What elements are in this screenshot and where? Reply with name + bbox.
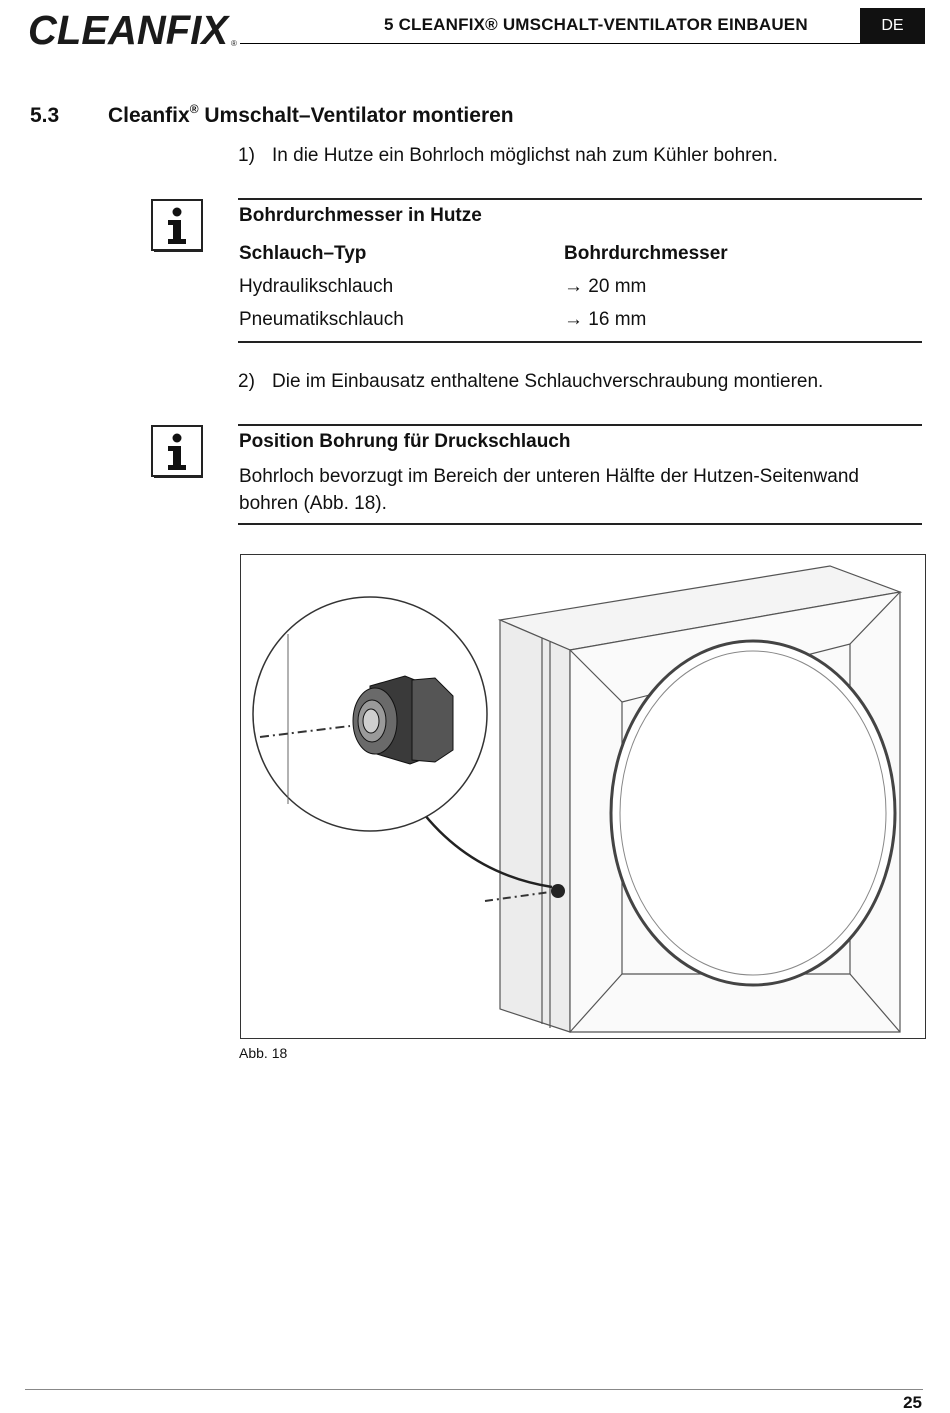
svg-text:CLEANFIX: CLEANFIX [28, 7, 231, 52]
page-number: 25 [903, 1393, 922, 1412]
table-header-type: Schlauch–Typ [239, 243, 367, 264]
footer-rule [25, 1389, 923, 1390]
language-badge: DE [860, 8, 925, 44]
table-cell-diameter: → 20 mm [564, 276, 646, 298]
note-top-rule [238, 198, 922, 200]
fan-mounting-illustration [240, 554, 926, 1039]
diameter-value: 16 mm [588, 309, 647, 330]
table-cell-diameter: → 16 mm [564, 309, 646, 331]
note-title: Bohrdurchmesser in Hutze [239, 205, 482, 226]
section-number: 5.3 [30, 104, 60, 127]
table-cell-type: Pneumatikschlauch [239, 309, 404, 330]
note-title: Position Bohrung für Druckschlauch [239, 431, 571, 452]
step-1: 1) In die Hutze ein Bohrloch möglichst na… [238, 145, 778, 167]
info-icon [151, 425, 203, 478]
registered-mark: ® [189, 102, 199, 116]
chapter-title: 5 CLEANFIX® UMSCHALT-VENTILATOR EINBAUEN [384, 15, 808, 34]
step-text: In die Hutze ein Bohrloch möglichst nah … [272, 145, 778, 166]
note-bottom-rule [238, 341, 922, 343]
section-title-rest: Umschalt–Ventilator montieren [198, 104, 514, 127]
step-2: 2) Die im Einbausatz enthaltene Schlauchv… [238, 371, 823, 393]
info-icon [151, 199, 203, 252]
note-bottom-rule [238, 523, 922, 525]
header-rule [240, 43, 860, 44]
note-body: Bohrloch bevorzugt im Bereich der untere… [239, 466, 859, 514]
figure-caption: Abb. 18 [239, 1045, 288, 1061]
step-text: Die im Einbausatz enthaltene Schlauchver… [272, 371, 824, 392]
section-title: Cleanfix® Umschalt–Ventilator montieren [108, 102, 514, 128]
section-title-main: Cleanfix [108, 104, 190, 127]
step-number: 1) [238, 145, 255, 166]
table-header-diameter: Bohrdurchmesser [564, 243, 728, 264]
diameter-value: 20 mm [588, 276, 647, 297]
note-top-rule [238, 424, 922, 426]
cleanfix-logo: CLEANFIX ® [28, 7, 237, 52]
arrow-right-icon: → [564, 276, 583, 297]
step-number: 2) [238, 371, 255, 392]
svg-text:®: ® [231, 39, 237, 48]
table-cell-type: Hydraulikschlauch [239, 276, 394, 297]
arrow-right-icon: → [564, 309, 583, 330]
